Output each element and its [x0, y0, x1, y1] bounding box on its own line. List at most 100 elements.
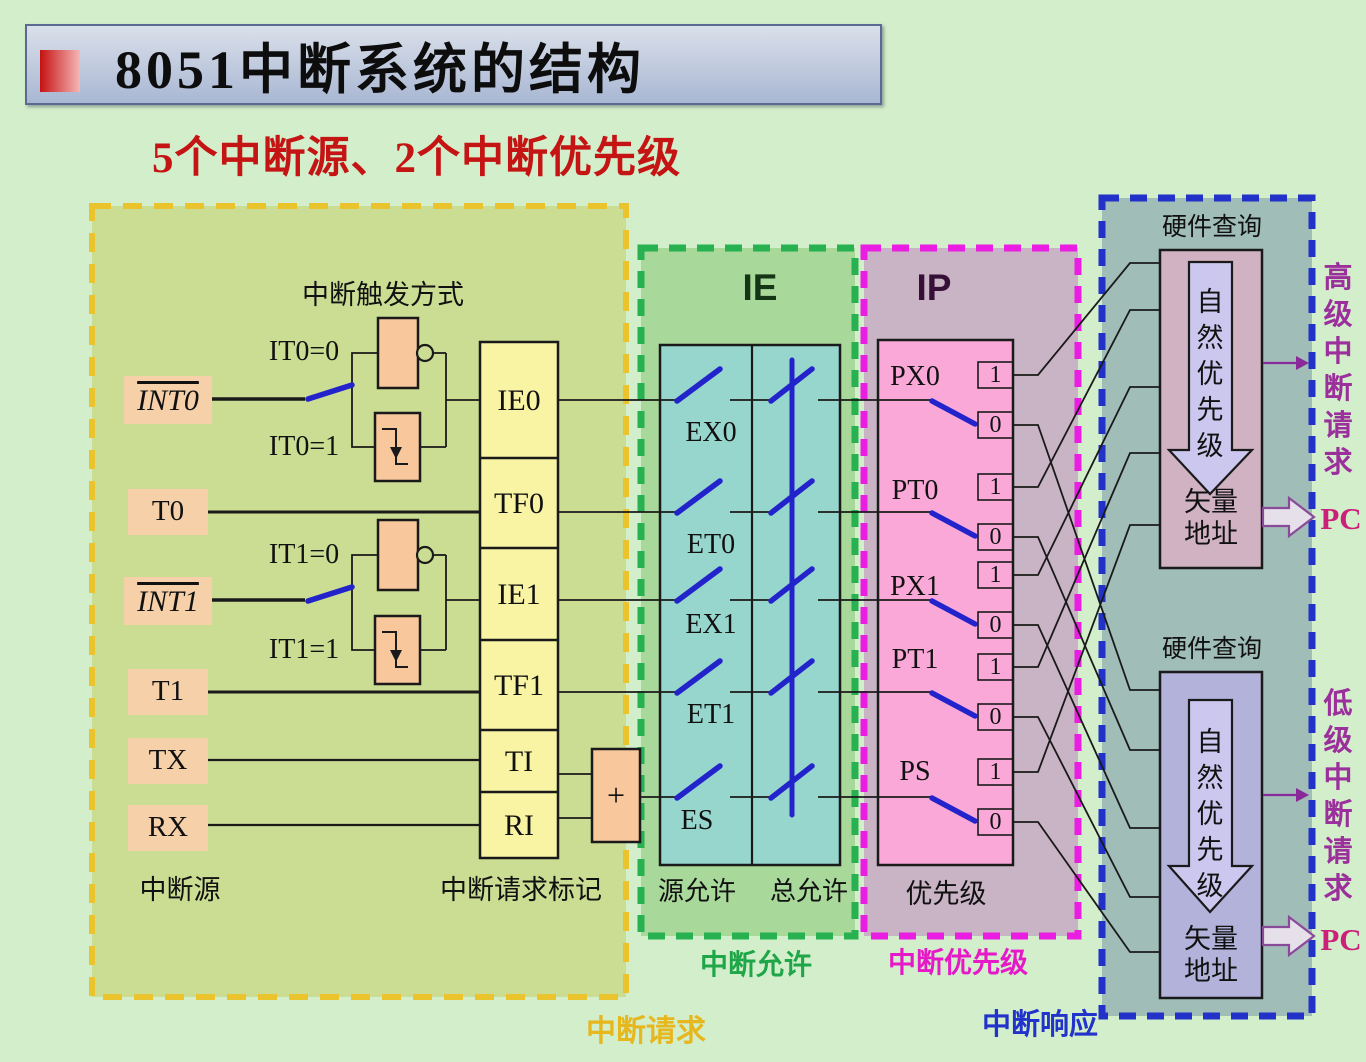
high-request-side-label: 高级中断请求 [1323, 262, 1353, 479]
priority-routing-wires [1013, 262, 1160, 953]
ie-title: IE [742, 266, 778, 308]
flag-tf0: TF0 [493, 486, 544, 520]
pt1-switch [929, 690, 978, 719]
es-switch [674, 763, 723, 801]
or-gate-label: + [606, 776, 626, 813]
pt1-contact-1: 1 [989, 653, 1002, 680]
it0-edge-gate [373, 411, 422, 483]
et0-switch [674, 478, 723, 516]
ps-switch [929, 795, 978, 824]
int0-select-switch [305, 382, 355, 402]
ea-switch [768, 566, 815, 604]
falling-edge-icon [382, 631, 408, 668]
ip-priority-box [876, 338, 1015, 867]
px0-switch [929, 398, 978, 427]
falling-edge-arrowhead-icon [390, 650, 402, 662]
priority-region-label: 中断优先级 [887, 946, 1028, 978]
px1-switch [929, 598, 978, 627]
source-t1: T1 [128, 669, 208, 715]
priority-contact-boxes [977, 361, 1014, 836]
pt0-contact-0: 0 [989, 523, 1002, 550]
wires [208, 262, 1160, 953]
title-bar: 8051中断系统的结构 [25, 24, 882, 105]
natural-priority-low-label: 自然优先级 [1196, 727, 1224, 901]
flag-ti: TI [504, 744, 534, 778]
high-request-arrowhead-icon [1296, 356, 1309, 370]
trigger-it0-level-label: IT0=0 [268, 335, 340, 367]
it1-edge-gate [373, 614, 422, 686]
ip-switch-px1-label: PX1 [890, 570, 940, 602]
flag-ie0: IE0 [497, 383, 541, 417]
ie-enable-box [658, 343, 842, 867]
trigger-mode-label: 中断触发方式 [302, 280, 464, 311]
vector-address-high-label: 矢量地址 [1184, 487, 1238, 549]
int1-select-switch [305, 584, 355, 604]
ip-switch-pt1-label: PT1 [891, 643, 939, 675]
subtitle: 5个中断源、2个中断优先级 [152, 135, 681, 182]
falling-edge-arrowhead-icon [390, 447, 402, 459]
int1-trigger-wiring [351, 554, 480, 651]
flag-tf1: TF1 [493, 668, 544, 702]
hardware-query-high-label: 硬件查询 [1161, 213, 1262, 242]
natural-priority-arrow-icon [1166, 260, 1255, 496]
pc-vector-arrow-icon [1261, 914, 1316, 958]
source-enable-label: 源允许 [657, 875, 736, 906]
px1-contact-0: 0 [989, 611, 1002, 638]
trigger-it1-level-label: IT1=0 [268, 538, 340, 570]
pt0-contact-1: 1 [989, 473, 1002, 500]
global-enable-label: 总允许 [769, 875, 848, 906]
ie-switch-ex0-label: EX0 [685, 416, 737, 448]
ex0-switch [674, 366, 723, 404]
title-bullet-icon [40, 50, 80, 92]
source-int0: INT0 [124, 376, 212, 424]
et1-switch [674, 658, 723, 696]
ex1-switch [674, 566, 723, 604]
ip-title: IP [916, 266, 952, 308]
flags-label: 中断请求标记 [440, 875, 602, 906]
source-rx: RX [128, 805, 208, 851]
enable-region-label: 中断允许 [699, 948, 812, 980]
it0-level-gate [376, 316, 435, 390]
ps-contact-1: 1 [989, 758, 1002, 785]
sources-label: 中断源 [139, 875, 221, 906]
natural-priority-arrow-icon [1166, 698, 1255, 914]
inverter-bubble-icon [415, 343, 435, 363]
pc-high-label: PC [1320, 500, 1362, 536]
flag-ie1: IE1 [497, 577, 541, 611]
low-request-arrowhead-icon [1296, 788, 1309, 802]
trigger-it0-edge-label: IT0=1 [268, 430, 340, 462]
px0-contact-0: 0 [989, 411, 1002, 438]
natural-priority-high-label: 自然优先级 [1196, 287, 1224, 461]
source-tx: TX [128, 738, 208, 784]
source-int1: INT1 [124, 577, 212, 625]
low-request-side-label: 低级中断请求 [1323, 688, 1353, 905]
solid-boxes [373, 248, 1264, 1000]
page-title: 8051中断系统的结构 [115, 39, 645, 100]
pt0-switch [929, 510, 978, 539]
request-region-label: 中断请求 [586, 1014, 706, 1048]
falling-edge-icon [382, 428, 408, 465]
ie-switch-et1-label: ET1 [686, 698, 736, 730]
vector-address-low-label: 矢量地址 [1184, 924, 1238, 986]
pt1-contact-0: 0 [989, 703, 1002, 730]
ea-switch [768, 478, 815, 516]
px1-contact-1: 1 [989, 561, 1002, 588]
row-wires [558, 399, 932, 798]
pc-low-label: PC [1320, 921, 1362, 957]
or-gate-box [590, 747, 642, 844]
hardware-query-low-label: 硬件查询 [1161, 635, 1262, 664]
px0-contact-1: 1 [989, 361, 1002, 388]
ip-switch-px0-label: PX0 [890, 360, 940, 392]
source-t0: T0 [128, 489, 208, 535]
response-region-label: 中断响应 [981, 1009, 1098, 1042]
ps-contact-0: 0 [989, 808, 1002, 835]
ea-switch [768, 366, 815, 404]
trigger-it1-edge-label: IT1=1 [268, 633, 340, 665]
inverter-bubble-icon [415, 545, 435, 565]
int0-trigger-wiring [351, 352, 480, 448]
ie-switch-ex1-label: EX1 [685, 608, 737, 640]
ie-switch-et0-label: ET0 [686, 528, 736, 560]
ip-switch-pt0-label: PT0 [891, 474, 939, 506]
